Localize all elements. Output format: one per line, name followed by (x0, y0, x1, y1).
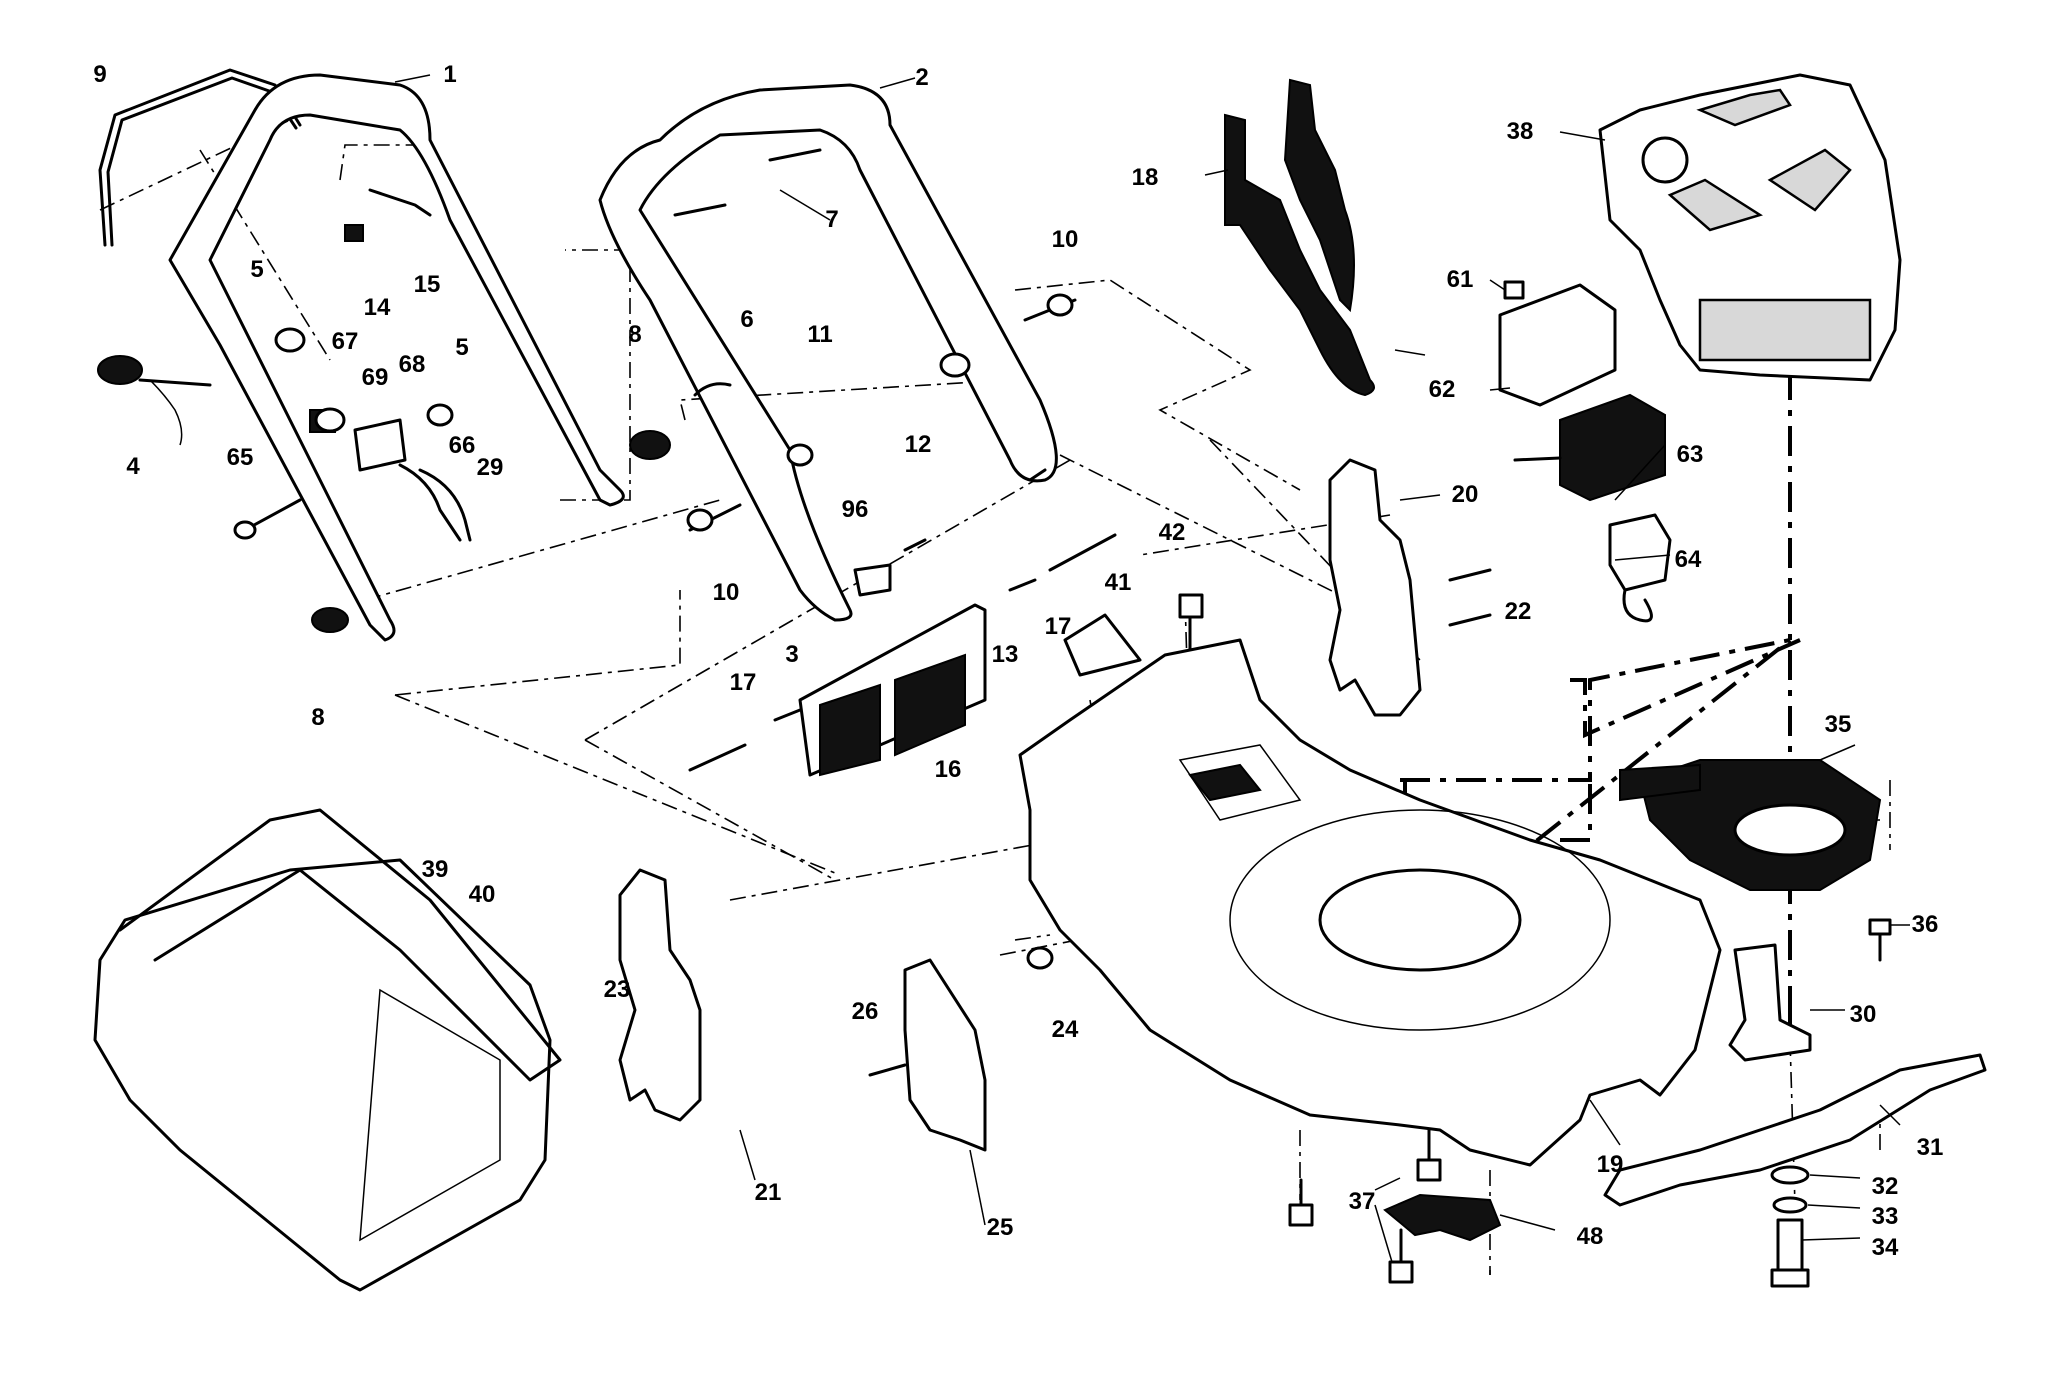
callout-3: 3 (785, 641, 799, 668)
callout-9: 9 (93, 61, 107, 88)
callout-32: 32 (1871, 1173, 1899, 1200)
callout-24: 24 (1051, 1016, 1079, 1043)
callout-15: 15 (413, 271, 441, 298)
callout-10-lower: 10 (712, 579, 740, 606)
callout-39: 39 (421, 856, 449, 883)
mower-deck-19 (1018, 638, 1722, 1167)
blade-adapter-35 (1619, 759, 1882, 891)
callout-6: 6 (740, 306, 754, 333)
callout-96: 96 (841, 496, 869, 523)
callout-65: 65 (226, 444, 254, 471)
callout-18: 18 (1131, 164, 1159, 191)
callout-67: 67 (331, 328, 359, 355)
callout-21: 21 (754, 1179, 782, 1206)
callout-19: 19 (1596, 1151, 1624, 1178)
callout-12: 12 (904, 431, 932, 458)
callout-29: 29 (476, 454, 504, 481)
callout-17-lower: 17 (729, 669, 757, 696)
callout-61: 61 (1446, 266, 1474, 293)
callout-68: 68 (398, 351, 426, 378)
callout-23: 23 (603, 976, 631, 1003)
lower-handle-2 (598, 83, 1058, 622)
blade-fasteners (1770, 1165, 1810, 1288)
callout-35: 35 (1824, 711, 1852, 738)
callout-13: 13 (991, 641, 1019, 668)
engine-38 (1598, 73, 1902, 382)
callout-1: 1 (443, 61, 457, 88)
skid-plate-48 (1383, 1193, 1502, 1242)
mulch-plug-18 (1224, 78, 1375, 397)
callout-30: 30 (1849, 1001, 1877, 1028)
callout-25: 25 (986, 1214, 1014, 1241)
callout-31: 31 (1916, 1134, 1944, 1161)
leader-lines (394, 74, 1910, 1263)
callout-42: 42 (1158, 519, 1186, 546)
rear-flap-16 (798, 603, 987, 777)
callout-62: 62 (1428, 376, 1456, 403)
callout-41: 41 (1104, 569, 1132, 596)
height-brackets (618, 458, 1422, 1122)
callout-63: 63 (1676, 441, 1704, 468)
callout-4: 4 (126, 453, 140, 480)
callout-34: 34 (1871, 1234, 1899, 1261)
callout-48: 48 (1576, 1223, 1604, 1250)
callout-40: 40 (468, 881, 496, 908)
battery-parts (1498, 283, 1672, 623)
callout-5-left: 5 (250, 256, 264, 283)
callout-10-upper: 10 (1051, 226, 1079, 253)
callout-5-right: 5 (455, 334, 469, 361)
callout-16: 16 (934, 756, 962, 783)
grass-catcher (93, 808, 562, 1292)
hardware (97, 148, 1892, 1284)
callout-20: 20 (1451, 481, 1479, 508)
deflector-41 (1063, 613, 1142, 677)
callout-14: 14 (363, 294, 391, 321)
callout-64: 64 (1674, 546, 1702, 573)
callout-36: 36 (1911, 911, 1939, 938)
callout-66: 66 (448, 432, 476, 459)
callout-8-lower: 8 (311, 704, 325, 731)
callout-69: 69 (361, 364, 389, 391)
callout-8-upper: 8 (628, 321, 642, 348)
callout-11: 11 (807, 321, 833, 348)
callout-7: 7 (825, 206, 839, 233)
callout-37: 37 (1348, 1188, 1376, 1215)
callout-38: 38 (1506, 118, 1534, 145)
rear-skirt-25 (903, 958, 987, 1152)
adapter-30 (1728, 943, 1812, 1062)
callout-26: 26 (851, 998, 879, 1025)
callout-17-upper: 17 (1044, 613, 1072, 640)
callout-33: 33 (1871, 1203, 1899, 1230)
upper-handle-1 (168, 73, 625, 642)
callout-2: 2 (915, 64, 929, 91)
blade-31 (1603, 1053, 1987, 1207)
callout-22: 22 (1504, 598, 1532, 625)
